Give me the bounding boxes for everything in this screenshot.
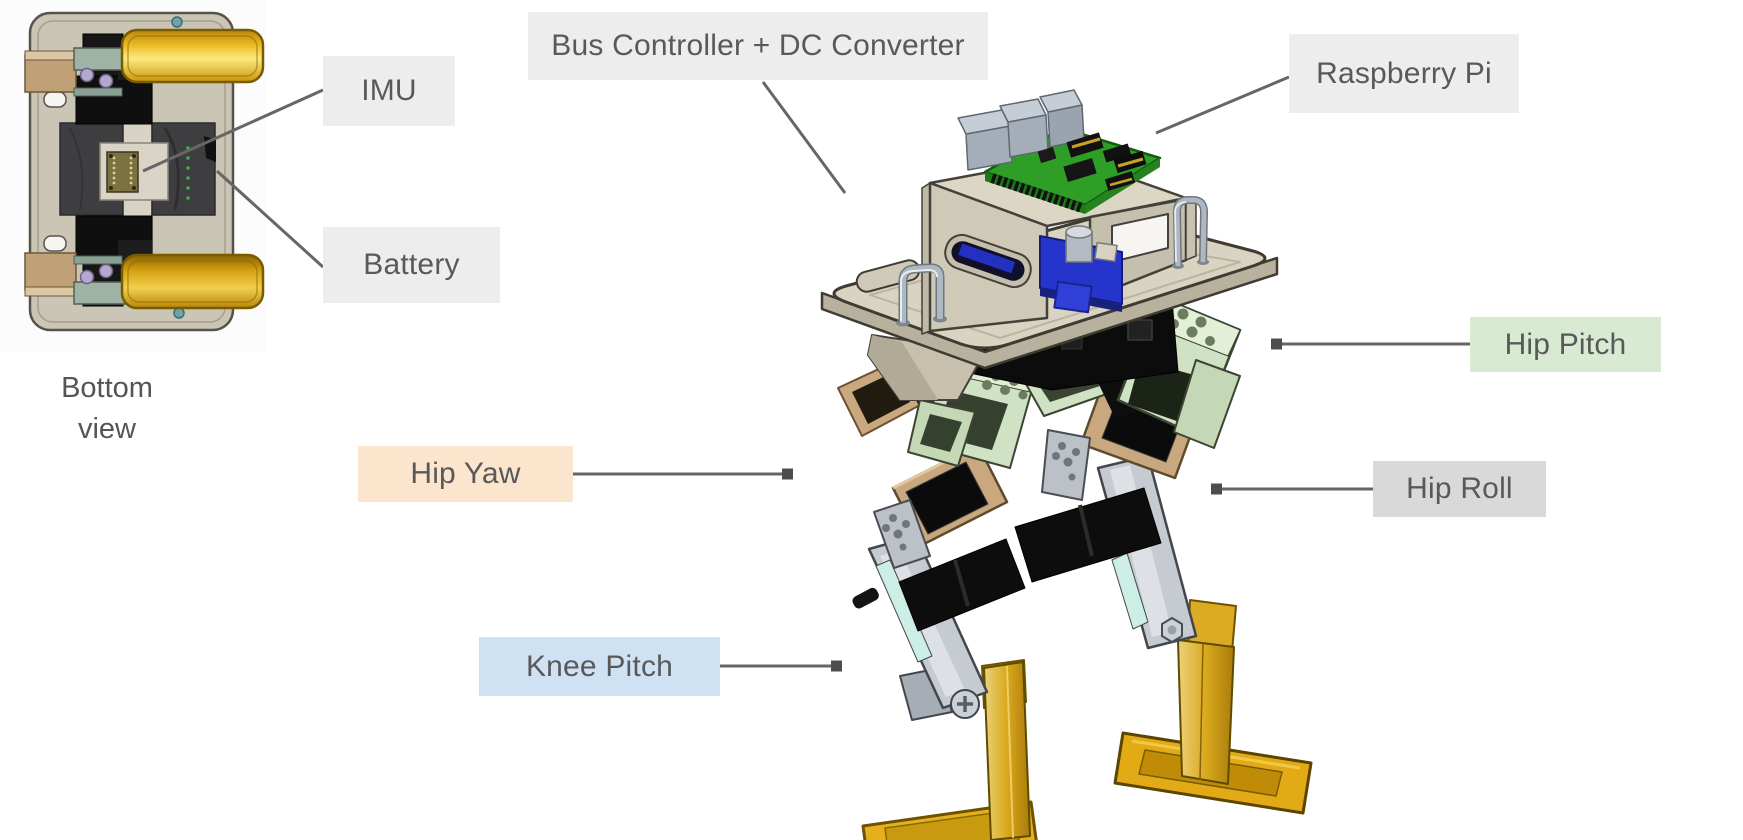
marker-hip-roll (1211, 483, 1222, 495)
leader-lines (142, 75, 1470, 668)
robot-render (820, 89, 1313, 840)
marker-hip-pitch (1271, 338, 1282, 350)
leader-raspberry-pi (1155, 75, 1290, 135)
blue-pcb (1039, 225, 1123, 314)
hole-plate-left (873, 499, 931, 569)
leader-markers (782, 338, 1282, 672)
label-hip-yaw: Hip Yaw (358, 446, 573, 502)
caption-bottom-view: Bottom view (27, 368, 187, 449)
imu-chip (106, 151, 139, 193)
blue-servo (1053, 280, 1093, 314)
leader-imu (142, 88, 324, 173)
bottom-view-inset (0, 0, 266, 352)
marker-hip-yaw (782, 468, 793, 480)
left-leg (852, 534, 1038, 840)
label-hip-pitch: Hip Pitch (1470, 317, 1661, 372)
label-imu: IMU (323, 56, 455, 126)
pi-components (1037, 132, 1147, 191)
label-bus-controller: Bus Controller + DC Converter (528, 12, 988, 80)
leader-bus-controller (761, 81, 847, 194)
label-battery: Battery (323, 227, 500, 303)
shank-left (983, 661, 1031, 840)
battery-pack-top (120, 28, 265, 84)
marker-knee-pitch (831, 660, 842, 672)
caption-line-1: Bottom (61, 372, 153, 404)
shank-right (1177, 639, 1235, 785)
pi-usb-ports (957, 89, 1085, 171)
hole-plate-right (1041, 429, 1091, 501)
right-leg (1096, 454, 1313, 815)
hip-mount-bottom (24, 252, 126, 305)
label-hip-roll: Hip Roll (1373, 461, 1546, 517)
leader-battery (215, 169, 325, 269)
hip-mount-top (24, 47, 126, 97)
pi-board (957, 89, 1162, 214)
handle-right (1172, 196, 1209, 269)
battery-pack-bottom (120, 253, 265, 310)
battery-indicator-leds (186, 146, 190, 200)
gpio-header (990, 173, 1084, 213)
label-knee-pitch: Knee Pitch (479, 637, 720, 696)
label-raspberry-pi: Raspberry Pi (1289, 34, 1519, 113)
caption-line-2: view (77, 412, 136, 445)
handle-left (896, 263, 947, 327)
bracket-holes-right (1169, 308, 1215, 346)
